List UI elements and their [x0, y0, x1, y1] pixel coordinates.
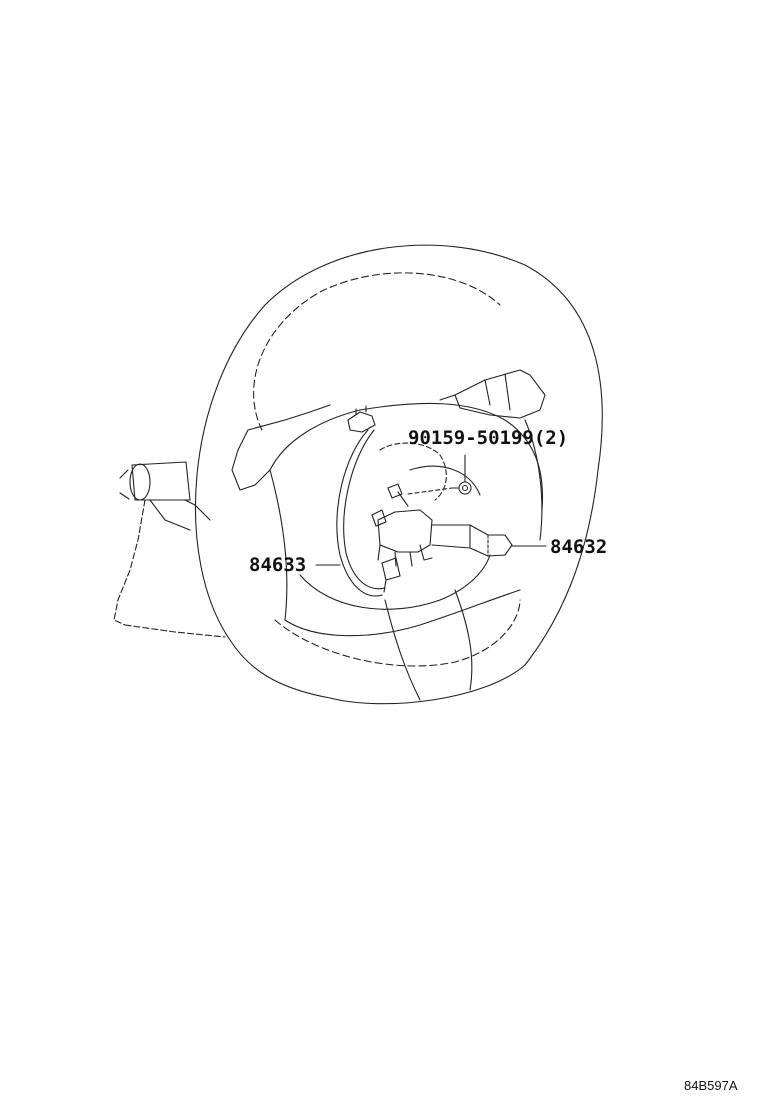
leader-lines	[315, 545, 547, 566]
switch-assembly	[371, 483, 513, 567]
figure-code: 84B597A	[684, 1078, 738, 1093]
wheel-hub-spokes	[231, 402, 544, 701]
steering-column-housing	[113, 461, 226, 638]
wire-harness-84633	[336, 405, 401, 597]
callout-switch-part-number: 84632	[550, 536, 608, 558]
callout-wire-harness-part-number: 84633	[249, 554, 307, 576]
right-lever-assembly	[439, 369, 546, 419]
steering-wheel-rim	[194, 244, 603, 705]
bolt-icon	[407, 454, 472, 495]
callout-bolt-part-number: 90159-50199(2)	[408, 427, 569, 449]
